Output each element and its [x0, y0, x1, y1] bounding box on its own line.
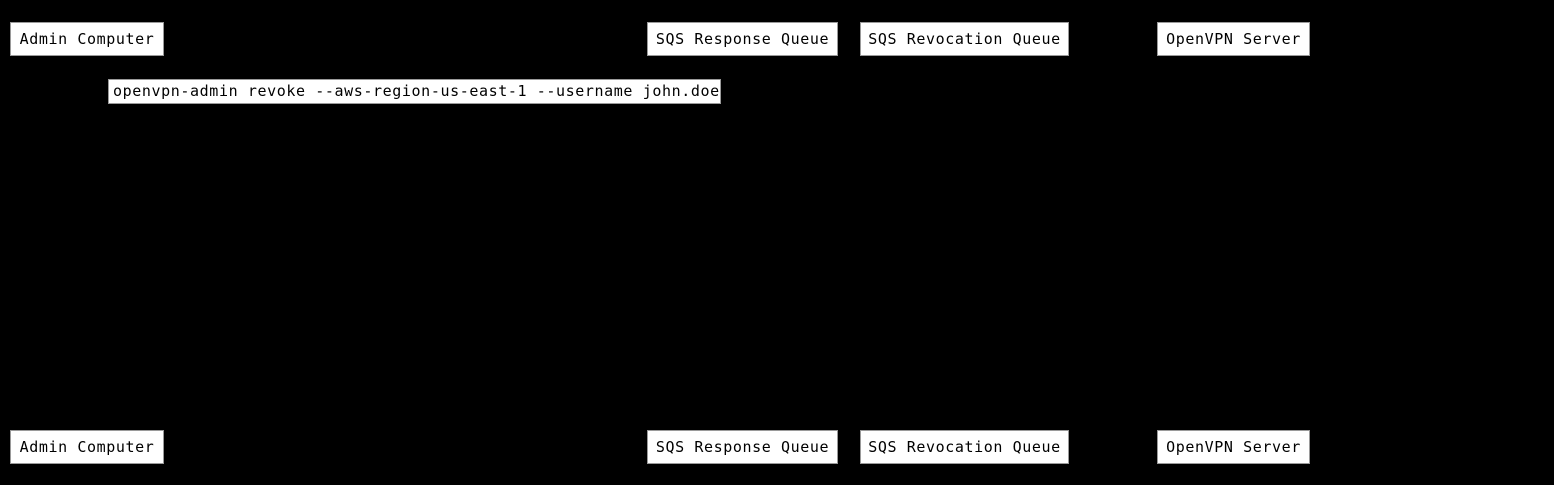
participant-label: Admin Computer [19, 29, 155, 48]
participant-head-sqs-response-queue[interactable]: SQS Response Queue [647, 22, 838, 56]
participant-label: OpenVPN Server [1166, 437, 1301, 456]
participant-head-sqs-revocation-queue[interactable]: SQS Revocation Queue [860, 22, 1069, 56]
participant-head-admin-computer[interactable]: Admin Computer [10, 22, 164, 56]
lifeline-sqs-revocation-queue [964, 56, 965, 430]
message-text: openvpn-admin revoke --aws-region-us-eas… [113, 82, 720, 100]
lifeline-sqs-response-queue [742, 56, 743, 430]
participant-foot-admin-computer[interactable]: Admin Computer [10, 430, 164, 464]
participant-label: Admin Computer [19, 437, 155, 456]
participant-label: OpenVPN Server [1166, 29, 1301, 48]
lifeline-openvpn-server [1233, 56, 1234, 430]
participant-label: SQS Response Queue [655, 29, 830, 48]
participant-label: SQS Response Queue [655, 437, 830, 456]
participant-foot-sqs-response-queue[interactable]: SQS Response Queue [647, 430, 838, 464]
participant-foot-sqs-revocation-queue[interactable]: SQS Revocation Queue [860, 430, 1069, 464]
participant-label: SQS Revocation Queue [868, 29, 1061, 48]
participant-label: SQS Revocation Queue [868, 437, 1061, 456]
participant-foot-openvpn-server[interactable]: OpenVPN Server [1157, 430, 1310, 464]
message-label-revoke-command[interactable]: openvpn-admin revoke --aws-region-us-eas… [108, 79, 721, 104]
lifeline-admin-computer [86, 56, 87, 430]
participant-head-openvpn-server[interactable]: OpenVPN Server [1157, 22, 1310, 56]
